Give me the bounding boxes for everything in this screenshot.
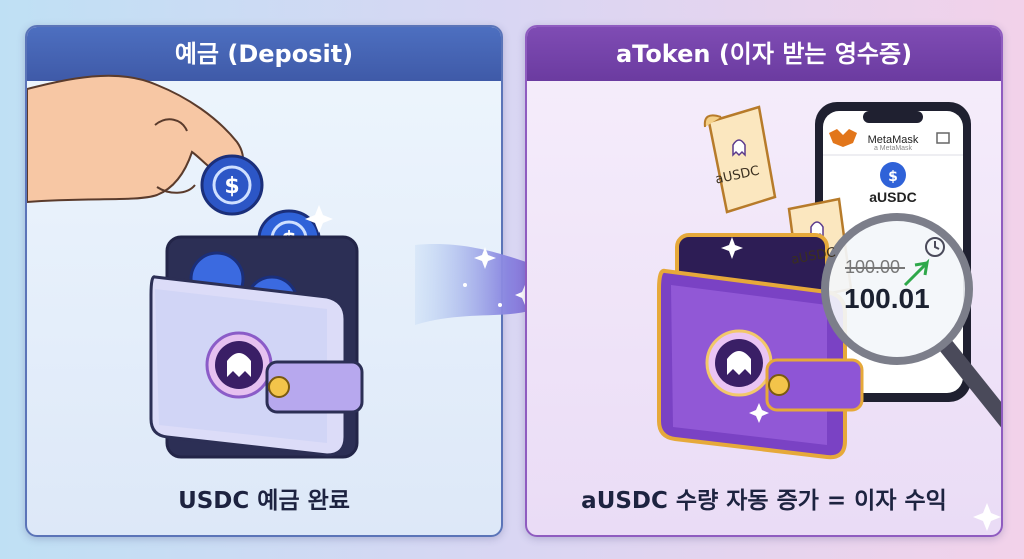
atoken-caption: aUSDC 수량 자동 증가 = 이자 수익 <box>581 488 947 514</box>
deposit-caption: USDC 예금 완료 <box>178 488 350 514</box>
arrow-up-icon <box>903 258 930 287</box>
atoken-panel-title: aToken (이자 받는 영수증) <box>527 27 1001 81</box>
svg-text:$: $ <box>224 174 239 199</box>
phone-app-name: MetaMask <box>867 134 919 146</box>
deposit-illustration: $ $ <box>27 74 364 459</box>
sparkle-icon <box>721 237 1001 531</box>
phone-app-sub: a MetaMask <box>873 145 913 152</box>
metamask-fox-icon <box>829 129 857 147</box>
wallet-icon <box>149 235 364 459</box>
balance-new: 100.01 <box>844 283 930 314</box>
usdc-icon: $ <box>880 162 906 188</box>
coin-icon: $ <box>200 154 264 216</box>
magnifier-icon <box>821 213 1001 428</box>
receipt-scroll-icon <box>703 105 777 214</box>
wallet-icon <box>657 233 864 460</box>
deposit-panel-title: 예금 (Deposit) <box>27 27 501 81</box>
atoken-illustration: $ <box>657 102 1001 531</box>
balance-old: 100.00 <box>845 257 901 277</box>
svg-text:$: $ <box>888 169 898 185</box>
phone-token-name: aUSDC <box>869 189 917 205</box>
atoken-panel: aToken (이자 받는 영수증) $ <box>525 25 1003 537</box>
scan-icon <box>936 132 950 144</box>
clock-icon <box>925 237 945 257</box>
